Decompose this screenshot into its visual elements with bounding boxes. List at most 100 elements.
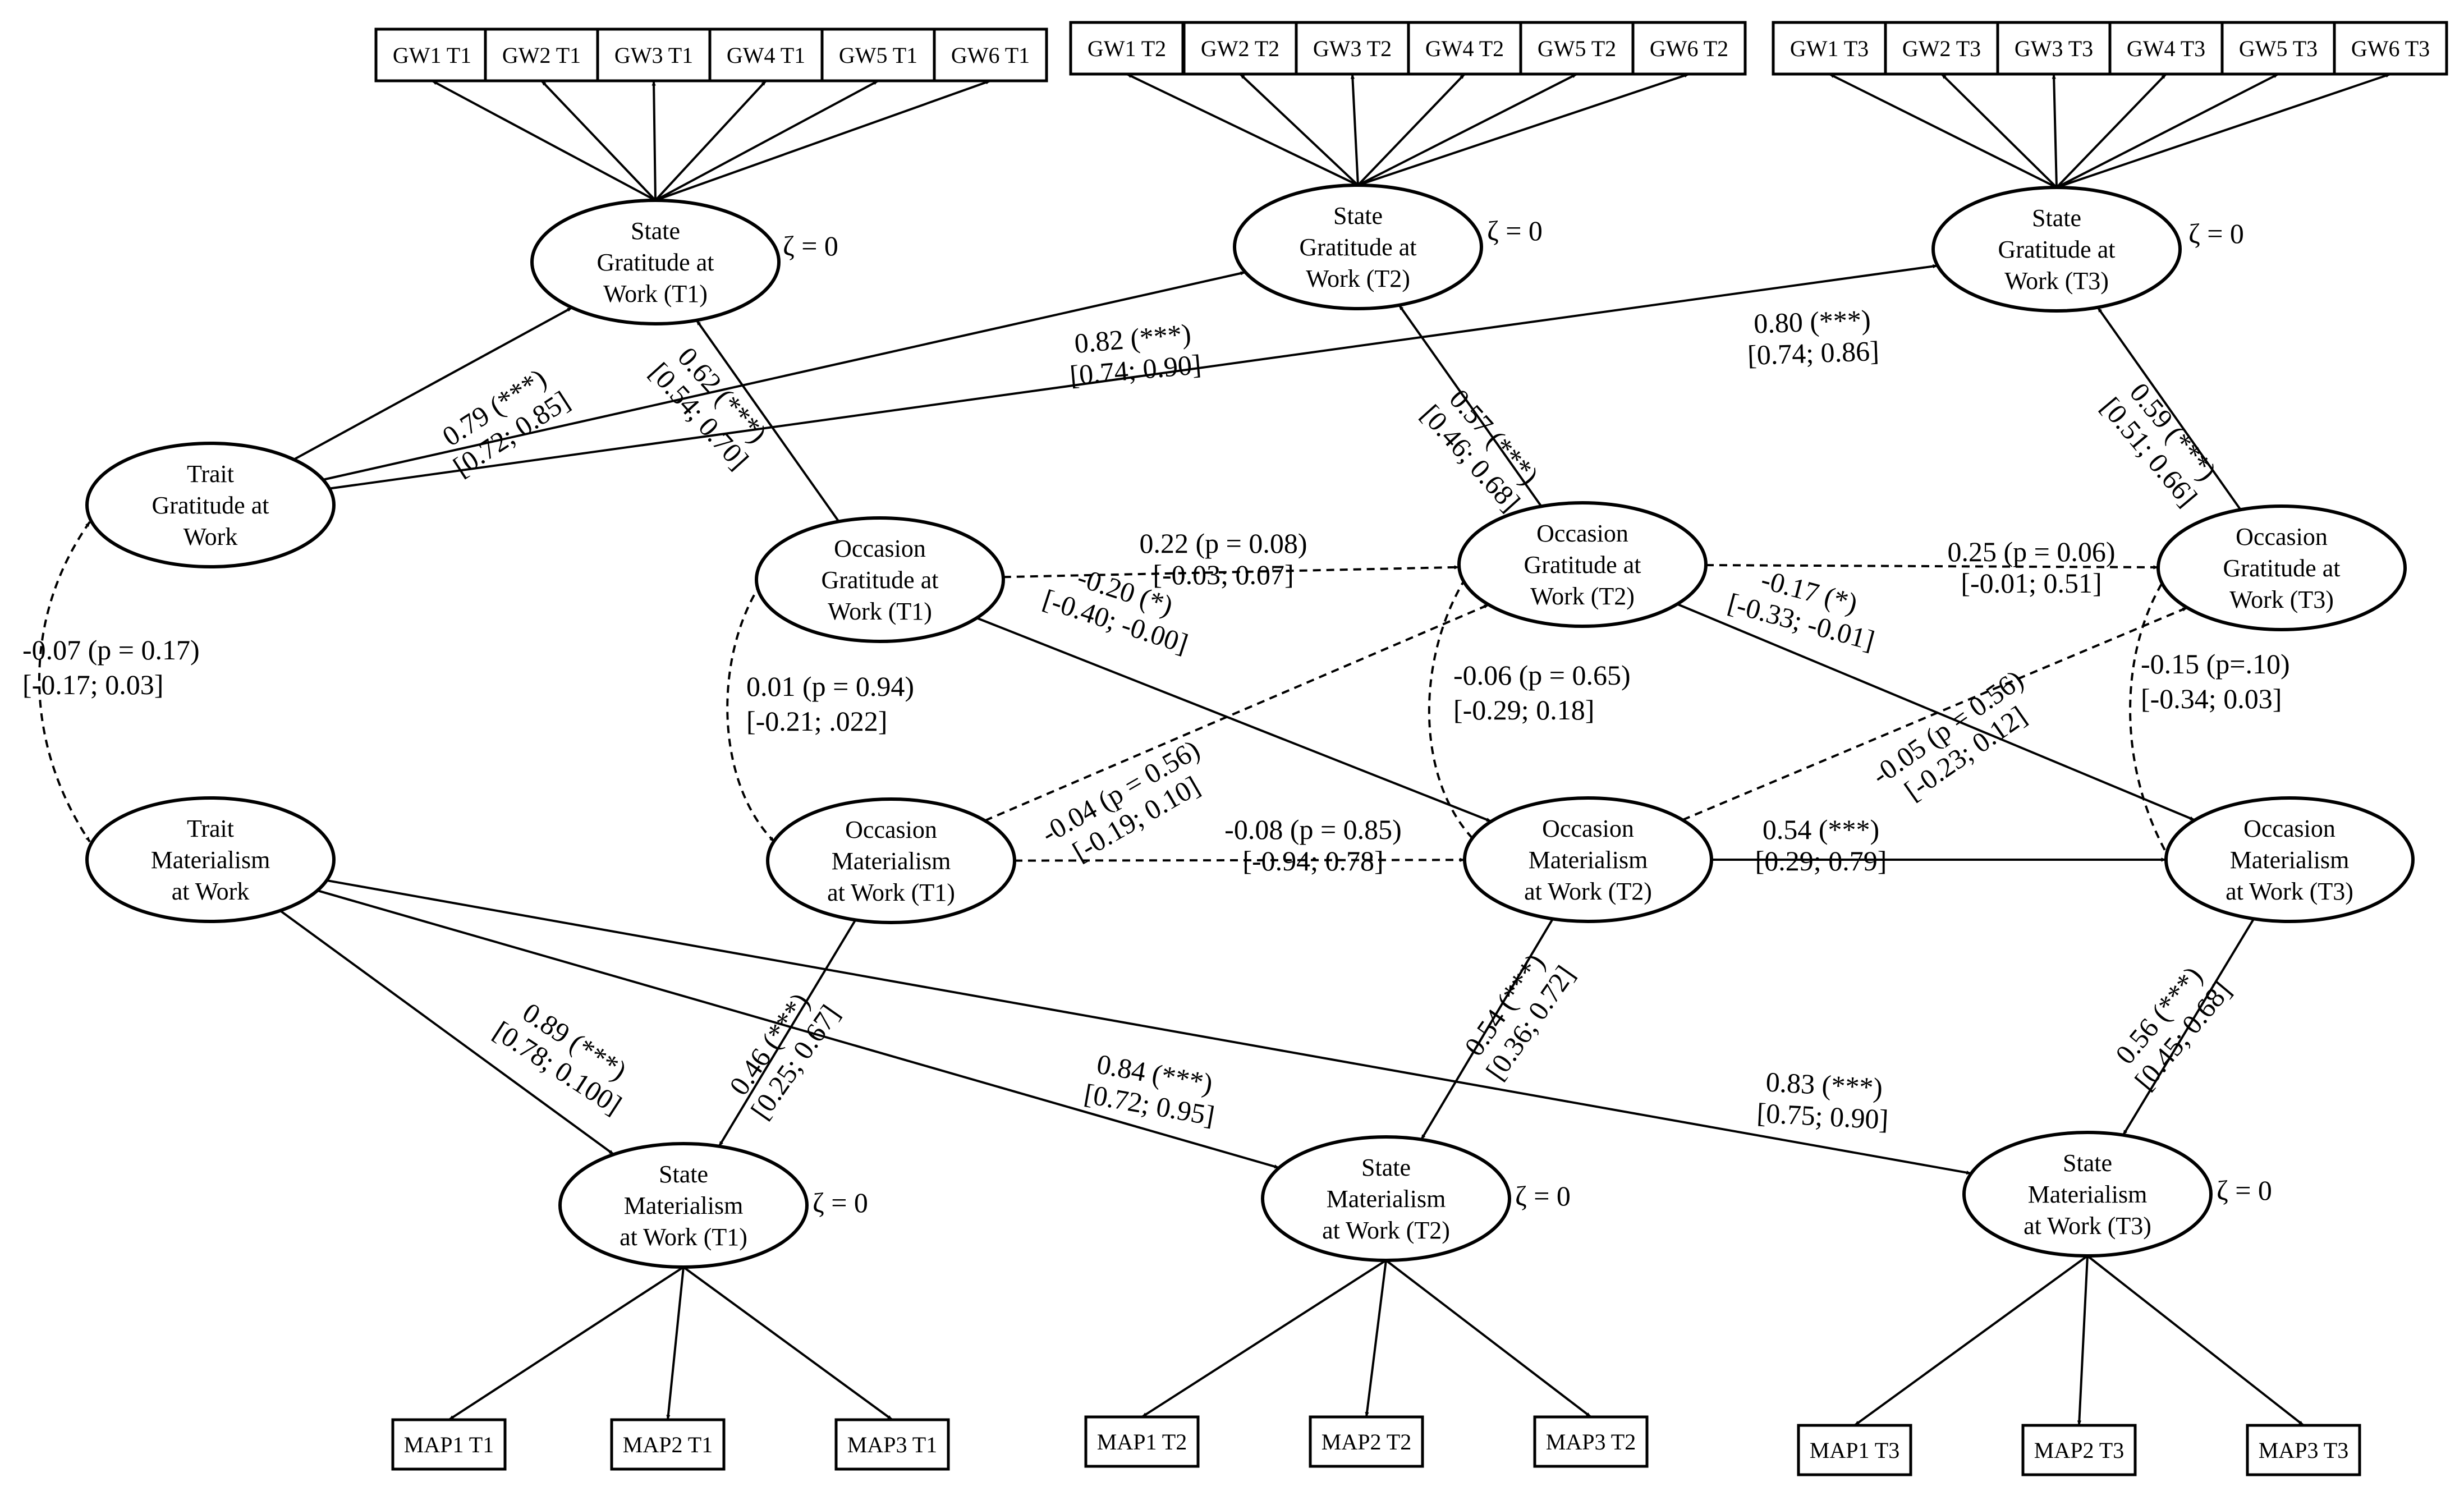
- coef-line: [0.29; 0.79]: [1755, 845, 1887, 877]
- latent-om3: [2164, 796, 2415, 923]
- latent-label: at Work (T1): [827, 879, 955, 906]
- indicator-label: MAP3 T1: [847, 1432, 937, 1457]
- latent-label: Occasion: [2243, 815, 2335, 842]
- coef-trait_g_sg3: 0.80 (***)[0.74; 0.86]: [1747, 304, 1880, 371]
- path-om2-og3: [1682, 606, 2188, 822]
- cov-occasion-t3: [2129, 571, 2181, 877]
- coef-line: 0.80 (***): [1753, 304, 1871, 339]
- indicator-box: [2333, 21, 2448, 76]
- zeta-label: ζ = 0: [813, 1187, 868, 1218]
- loading-gw_t3: [2056, 73, 2391, 189]
- loading-map_t1: [448, 1266, 685, 1421]
- path-og1-sg1: [695, 319, 840, 522]
- latent-label: Gratitude at: [152, 492, 269, 519]
- latent-label: Materialism: [1529, 846, 1648, 874]
- latent-label: Materialism: [1327, 1185, 1446, 1213]
- loading-gw_t2: [1357, 73, 1577, 186]
- latent-label: Materialism: [2230, 846, 2350, 874]
- indicator-label: MAP1 T3: [1810, 1438, 1899, 1463]
- coef-om2_om3: 0.54 (***)[0.29; 0.79]: [1755, 814, 1887, 877]
- path-og2-sg2: [1398, 304, 1543, 507]
- latent-label: Materialism: [624, 1192, 744, 1219]
- loading-gw_t1: [655, 80, 879, 201]
- zeta-label: ζ = 0: [2217, 1175, 2272, 1206]
- coef-line: [-0.01; 0.51]: [1961, 567, 2101, 599]
- path-om1-og2: [984, 603, 1489, 822]
- coef-om2_sm2: 0.54 (***)[0.36; 0.72]: [1458, 948, 1581, 1086]
- coef-og3_sg3: 0.59 (***)[0.51; 0.66]: [2095, 377, 2223, 512]
- loading-gw_t3: [1829, 73, 2057, 189]
- indicator-box: [1295, 21, 1410, 76]
- coef-line: -0.06 (p = 0.65): [1453, 659, 1631, 691]
- cov-trait: [38, 521, 91, 843]
- zeta-label: ζ = 0: [2188, 218, 2244, 249]
- latent-trait_m: [85, 796, 336, 923]
- indicator-box: [1996, 21, 2112, 76]
- loading-map_t3: [1853, 1255, 2089, 1426]
- path-trait-m-sm3: [326, 879, 1972, 1175]
- path-trait-g-sg1: [293, 306, 573, 461]
- loading-map_t2: [1385, 1259, 1592, 1418]
- coef-line: [-0.94; 0.78]: [1242, 845, 1383, 877]
- latent-label: at Work (T2): [1322, 1217, 1450, 1244]
- coef-og2_om2_cov: -0.06 (p = 0.65)[-0.29; 0.18]: [1453, 659, 1631, 726]
- coef-line: [0.75; 0.90]: [1756, 1097, 1889, 1135]
- coef-line: 0.25 (p = 0.06): [1948, 536, 2116, 567]
- path-trait-m-sm2: [317, 889, 1279, 1169]
- indicator-label: GW4 T2: [1425, 36, 1504, 61]
- latent-label: at Work (T3): [2226, 878, 2353, 905]
- latent-sg1: [530, 199, 781, 325]
- latent-og2: [1457, 501, 1708, 628]
- latent-label: Materialism: [2028, 1181, 2148, 1208]
- coef-trait_m_sm1: 0.89 (***)[0.78; 0.100]: [488, 997, 632, 1121]
- path-og1-og2: [1003, 565, 1460, 579]
- indicator-label: GW4 T1: [727, 43, 805, 68]
- zeta-label: ζ = 0: [1487, 215, 1543, 246]
- loading-gw_t2: [1126, 73, 1359, 186]
- latent-label: Work (T1): [828, 598, 932, 625]
- latent-sm2: [1261, 1135, 1511, 1262]
- coef-og2_og3: 0.25 (p = 0.06)[-0.01; 0.51]: [1948, 536, 2116, 599]
- latent-label: Occasion: [1542, 815, 1634, 842]
- indicator-label: GW2 T2: [1201, 36, 1279, 61]
- indicator-label: GW5 T3: [2239, 36, 2318, 61]
- indicator-label: MAP1 T2: [1097, 1429, 1187, 1455]
- latent-trait_g: [85, 442, 336, 568]
- loading-map_t2: [1141, 1259, 1387, 1418]
- coef-line: 0.22 (p = 0.08): [1140, 527, 1307, 559]
- coef-trait_m_sm3: 0.83 (***)[0.75; 0.90]: [1756, 1066, 1889, 1135]
- latent-label: Occasion: [1536, 520, 1628, 547]
- coef-og2_om3: -0.17 (*)[-0.33; -0.01]: [1724, 563, 1878, 657]
- latent-label: Gratitude at: [1998, 236, 2116, 263]
- loading-gw_t2: [1239, 73, 1359, 186]
- latent-label: State: [631, 217, 680, 245]
- latent-label: Trait: [187, 815, 234, 842]
- coef-line: [0.74; 0.86]: [1747, 335, 1880, 371]
- indicator-box: [610, 1418, 726, 1471]
- indicator-box: [2246, 1424, 2361, 1476]
- latent-label: State: [2063, 1149, 2112, 1177]
- indicator-box: [1182, 21, 1298, 76]
- latent-og1: [755, 516, 1005, 643]
- loading-gw_t1: [432, 80, 656, 201]
- latent-om2: [1463, 796, 1713, 923]
- path-layer: [38, 73, 2391, 1426]
- indicator-label: MAP2 T3: [2034, 1438, 2124, 1463]
- indicator-box: [596, 27, 712, 82]
- latent-sm3: [1962, 1131, 2213, 1258]
- coef-line: 0.54 (***): [1763, 814, 1879, 845]
- latent-label: Trait: [187, 460, 234, 488]
- coef-om1_og2: -0.04 (p = 0.56)[-0.19; 0.10]: [1036, 733, 1205, 868]
- indicator-label: MAP3 T3: [2259, 1438, 2348, 1463]
- loading-map_t1: [682, 1266, 893, 1421]
- coef-line: [-0.29; 0.18]: [1453, 694, 1594, 726]
- coef-line: [-0.17; 0.03]: [22, 669, 163, 700]
- indicator-box: [2021, 1424, 2137, 1476]
- indicator-label: GW2 T1: [502, 43, 581, 68]
- coef-og1_og2: 0.22 (p = 0.08)[-0.03; 0.07]: [1140, 527, 1307, 590]
- indicator-label: GW3 T2: [1313, 36, 1392, 61]
- path-trait-m-sm1: [279, 910, 614, 1155]
- indicator-label: GW2 T3: [1902, 36, 1981, 61]
- latent-label: Work (T3): [2229, 586, 2334, 613]
- indicator-box: [1084, 1415, 1200, 1468]
